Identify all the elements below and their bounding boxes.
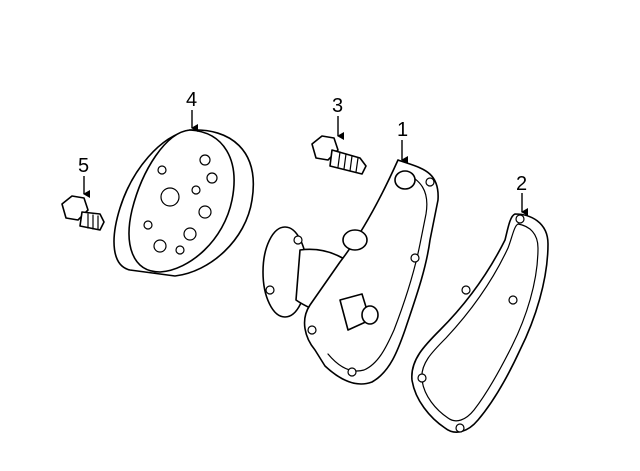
callout-4: 4 [186,89,197,111]
pulley-part [113,129,255,277]
callout-3: 3 [332,95,343,117]
bolt-5-part [61,195,105,231]
water-pump-part [262,159,439,385]
bolt-3-part [311,135,367,175]
callout-1: 1 [397,119,408,141]
callout-2: 2 [516,173,527,195]
callout-5: 5 [78,155,89,177]
gasket-part [411,213,549,433]
